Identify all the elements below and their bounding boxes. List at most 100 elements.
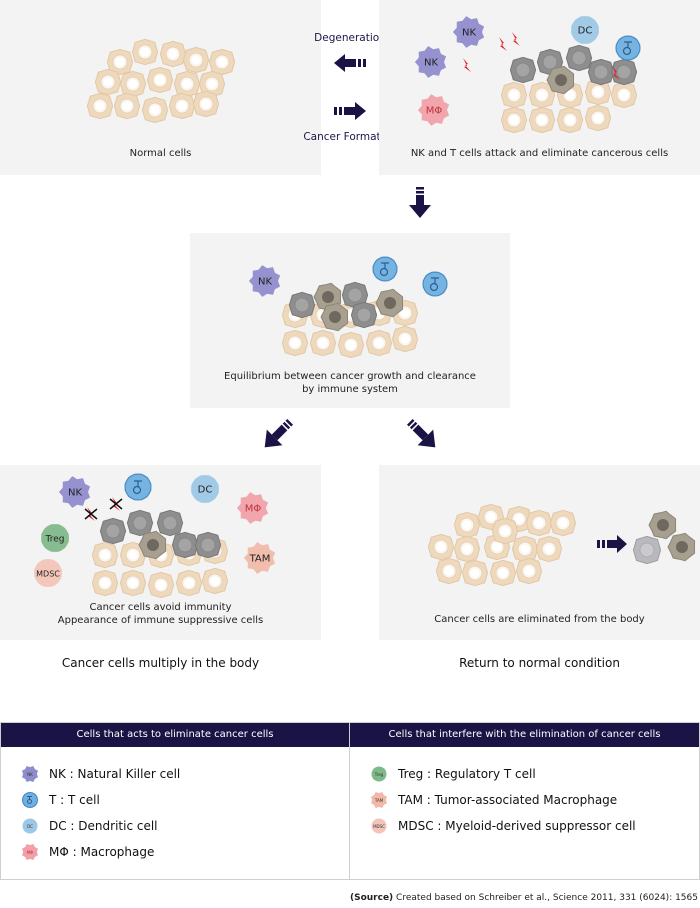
cancer-cell [610, 58, 638, 86]
arrow-down [409, 187, 431, 218]
arrow-left-degeneration [334, 54, 366, 72]
normal-cell [309, 329, 337, 357]
dying-cancer-cell [648, 510, 677, 540]
caption-immune-escape-line1: Cancer cells avoid immunity [89, 602, 232, 613]
normal-cell [141, 96, 169, 124]
normal-cell [175, 569, 203, 597]
cancer-cell [341, 281, 369, 309]
normal-cell [365, 329, 393, 357]
cell-label: DC [578, 26, 593, 37]
nk-cell: NK [58, 476, 91, 508]
arrow-right-cancer-formation [334, 102, 366, 120]
legend-text: TAM : Tumor-associated Macrophage [398, 793, 618, 807]
normal-cell [515, 557, 543, 585]
outcome-cancer-multiply: Cancer cells multiply in the body [61, 656, 260, 670]
caption-equilibrium: Equilibrium between cancer growth and cl… [190, 370, 510, 396]
normal-cell [525, 509, 553, 537]
caption-normal-cells: Normal cells [129, 148, 192, 159]
source-label: (Source) [349, 893, 394, 903]
icon-label: Treg [374, 772, 384, 777]
normal-cell [173, 70, 201, 98]
normal-cell [198, 70, 226, 98]
icon-body [22, 818, 38, 834]
cell-label: DC [198, 485, 213, 496]
normal-cell [159, 40, 187, 68]
cell-label: NK [424, 58, 438, 69]
cell-label: NK [68, 488, 82, 499]
normal-cell [113, 92, 141, 120]
normal-cell [491, 517, 519, 545]
caption-immune-escape-line2: Appearance of immune suppressive cells [57, 615, 264, 626]
lightning-attack-icon [499, 37, 507, 51]
legend-header-interfering: Cells that interfere with the eliminatio… [350, 723, 699, 747]
normal-cell [146, 66, 174, 94]
icon-body [371, 792, 387, 808]
t-cell [372, 256, 398, 282]
elimination-illustration [427, 503, 696, 587]
icon-body [22, 844, 38, 860]
lightning-attack-icon [512, 32, 520, 46]
normal-cell [106, 48, 134, 76]
icon-body [371, 766, 387, 782]
legend-item-tam: TAM TAM : Tumor-associated Macrophage [370, 787, 699, 813]
cancer-cell [565, 44, 593, 72]
treg-cell: Treg [41, 524, 69, 552]
label-degeneration: Degeneration [314, 32, 386, 44]
immune-attack-illustration: NK NK MΦ DC [414, 16, 641, 134]
icon-glyph [27, 796, 32, 800]
normal-cell [119, 70, 147, 98]
icon-label: MDSC [373, 824, 385, 829]
nk-cell: NK [452, 16, 485, 48]
normal-cell [500, 81, 528, 109]
eliminated-cancer-cell [632, 535, 662, 565]
tam-cell-icon: TAM [371, 792, 387, 808]
normal-cell [119, 569, 147, 597]
normal-cell [453, 511, 481, 539]
caption-elimination: Cancer cells are eliminated from the bod… [434, 614, 645, 625]
treg-cell-icon: Treg [371, 766, 387, 782]
icon-label: TAM [374, 798, 384, 803]
legend-table: Cells that acts to eliminate cancer cell… [0, 722, 700, 880]
panel-normal-cells: Normal cells [0, 0, 321, 175]
label-cancer-formation: Cancer Formation [303, 131, 397, 143]
lightning-attack-icon [463, 58, 471, 72]
panel-elimination: Cancer cells are eliminated from the bod… [379, 465, 700, 640]
panel-equilibrium: NK Equilibrium between cancer growth and… [190, 233, 510, 408]
dying-cancer-cell [320, 302, 349, 332]
normal-cell [281, 329, 309, 357]
blocked-attack-icon [109, 497, 123, 511]
icon-body [371, 818, 387, 834]
cancer-cell [350, 301, 378, 329]
dying-cancer-cell [375, 288, 404, 318]
cell-label: MDSC [36, 570, 60, 579]
legend-eliminating-cells: Cells that acts to eliminate cancer cell… [1, 723, 350, 879]
cell-label: MΦ [426, 106, 443, 117]
normal-cell [208, 48, 236, 76]
t-cell-icon [21, 791, 39, 809]
t-cell [422, 271, 448, 297]
normal-cell [528, 81, 556, 109]
legend-text: NK : Natural Killer cell [49, 767, 181, 781]
normal-cell [201, 567, 229, 595]
dendritic-cell-icon: DC [22, 818, 38, 834]
normal-cell [556, 106, 584, 134]
normal-cell [500, 106, 528, 134]
normal-cell [427, 533, 455, 561]
legend-text: T : T cell [49, 793, 100, 807]
legend-text: MΦ : Macrophage [49, 845, 155, 859]
icon-label: DC [27, 824, 33, 829]
legend-text: MDSC : Myeloid-derived suppressor cell [398, 819, 636, 833]
normal-cell [86, 92, 114, 120]
normal-cell [337, 331, 365, 359]
normal-cell [549, 509, 577, 537]
legend-text: DC : Dendritic cell [49, 819, 158, 833]
dendritic-cell: DC [191, 475, 219, 503]
t-cell [615, 35, 641, 61]
normal-cell [91, 569, 119, 597]
normal-cell [453, 535, 481, 563]
caption-equilibrium-line1: Equilibrium between cancer growth and cl… [224, 371, 476, 382]
